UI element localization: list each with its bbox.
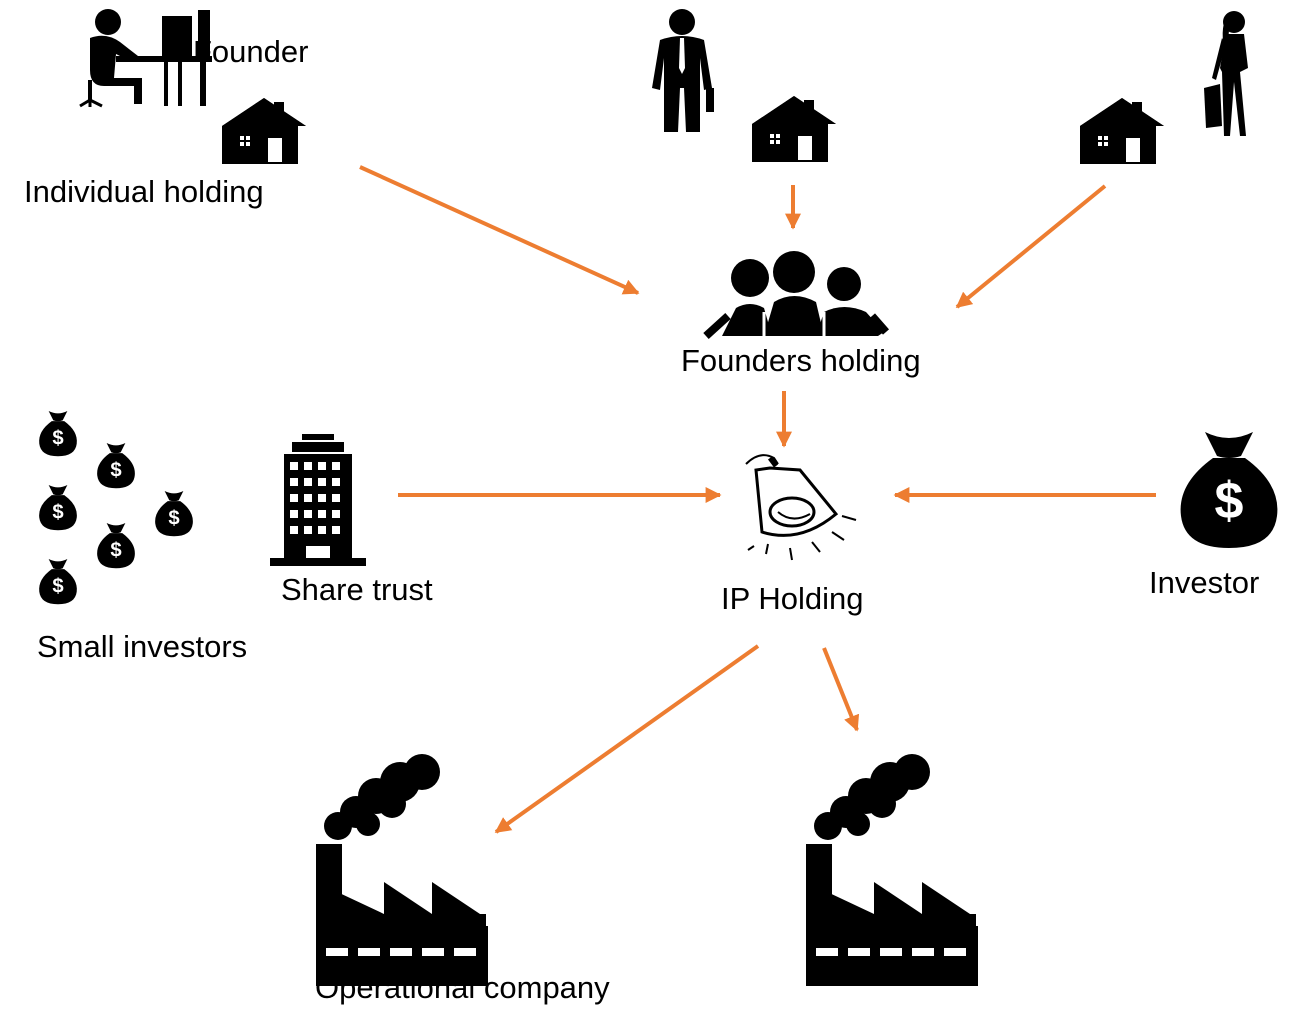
house-icon-2 [752,96,836,162]
smoke-icon-2 [814,754,930,840]
office-building-icon [270,434,366,566]
house-icon-3 [1080,98,1164,164]
money-bag-icon-5 [97,523,135,569]
founders-group-icon [703,251,890,339]
money-bag-icon-3 [39,485,77,531]
founder-at-desk-icon [79,9,212,108]
factory-icon-2 [806,844,978,986]
house-icon-individual [222,98,306,164]
money-bag-icon-1 [39,411,77,457]
woman-shopping-icon [1204,11,1248,136]
businessman-icon [652,9,714,132]
arrow-house3-to-founders [955,184,1107,309]
label-founder: Founder [193,34,309,69]
investor-money-bag-icon [1180,432,1278,548]
arrows [359,165,1156,834]
label-ip-holding: IP Holding [721,581,864,616]
money-bag-icon-6 [39,559,77,605]
label-founders-holding: Founders holding [681,343,921,378]
arrow-ip-to-operational-2 [822,647,860,732]
label-operational-company: Operational company [315,970,610,1005]
money-bag-icon-2 [97,443,135,489]
label-small-investors: Small investors [37,629,248,664]
arrow-ip-to-operational-1 [494,644,760,834]
money-bag-icon-4 [155,491,193,537]
lamp-idea-icon [745,454,857,561]
factory-icon-1 [316,844,488,986]
smoke-icon-1 [324,754,440,840]
label-individual-holding: Individual holding [24,174,264,209]
label-share-trust: Share trust [281,572,433,607]
label-investor: Investor [1149,565,1260,600]
arrow-individual-to-founders [359,165,640,295]
